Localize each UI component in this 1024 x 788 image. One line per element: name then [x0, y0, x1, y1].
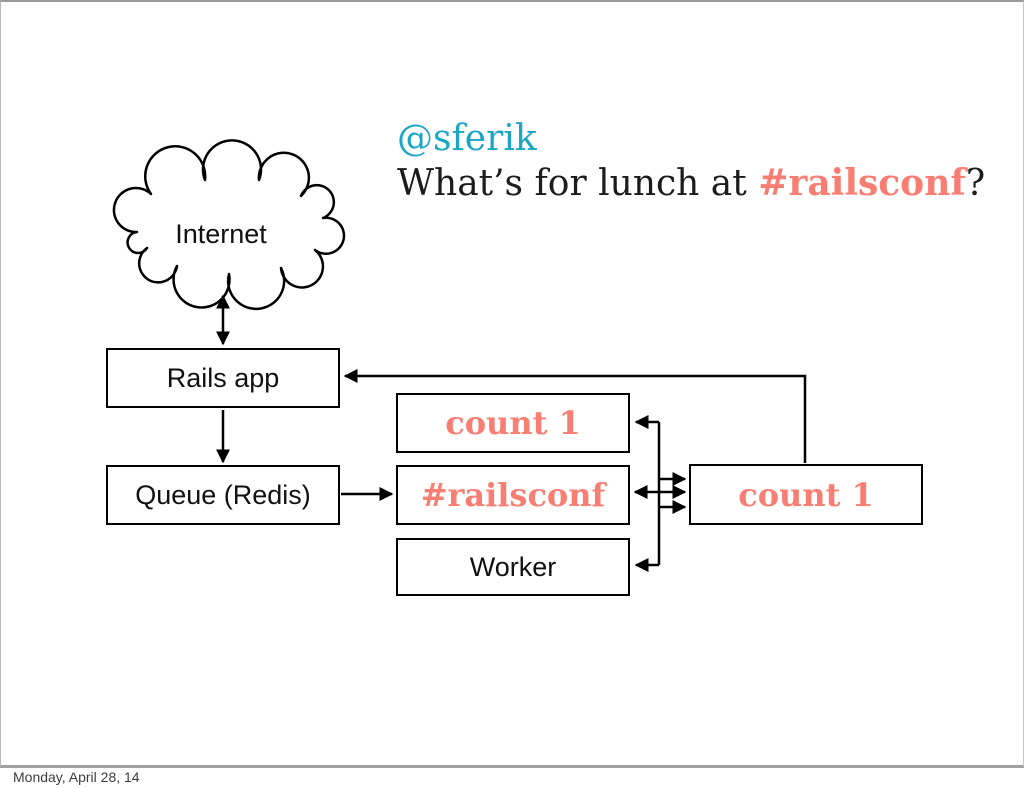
slide-canvas: @sferik What’s for lunch at #railsconf? … [0, 0, 1024, 768]
twitter-handle: @sferik [397, 118, 537, 159]
count-right-label: count 1 [738, 475, 874, 514]
railsconf-hashtag-label: #railsconf [420, 476, 606, 514]
queue-redis-label: Queue (Redis) [135, 479, 311, 510]
arrow-countright-to-railsapp [343, 369, 807, 463]
rails-app-label: Rails app [166, 362, 280, 393]
question-hashtag: #railsconf [758, 162, 966, 204]
railsconf-hashtag-node: #railsconf [396, 465, 630, 525]
worker-node: Worker [396, 538, 630, 596]
headline-question: What’s for lunch at #railsconf? [397, 161, 985, 212]
question-prefix: What’s for lunch at [397, 163, 759, 204]
worker-label: Worker [469, 551, 557, 582]
internet-cloud-shape [112, 139, 346, 311]
queue-redis-node: Queue (Redis) [106, 465, 340, 525]
rails-app-node: Rails app [106, 348, 340, 408]
diagram-connectors [112, 139, 807, 572]
count-top-label: count 1 [445, 404, 581, 442]
footer-timestamp: Monday, April 28, 14 [13, 769, 140, 785]
count-right-node: count 1 [689, 464, 923, 525]
slide-headline: @sferik What’s for lunch at #railsconf? [397, 116, 985, 212]
question-suffix: ? [965, 163, 986, 204]
count-top-node: count 1 [396, 393, 630, 453]
internet-cloud-label: Internet [175, 219, 267, 249]
